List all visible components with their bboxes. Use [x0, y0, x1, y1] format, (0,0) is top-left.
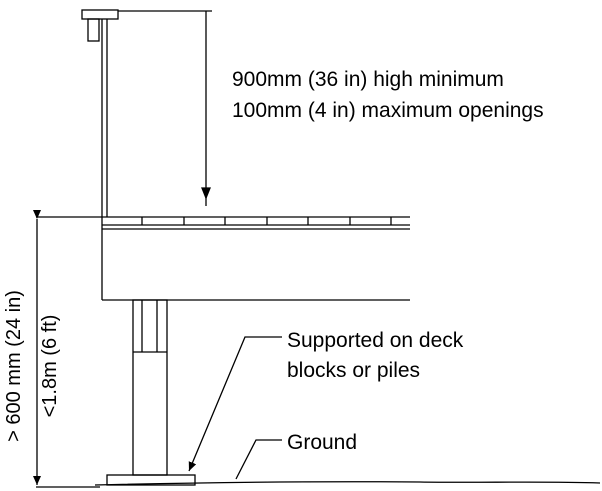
guard-post	[81, 9, 119, 300]
support-post	[106, 299, 196, 486]
ground-leader	[235, 439, 282, 480]
support-label-line2: blocks or piles	[287, 359, 420, 382]
ground-line	[94, 481, 601, 486]
deck-height-label-a: > 600 mm (24 in)	[3, 290, 25, 442]
deck-height-label-b: <1.8m (6 ft)	[39, 315, 61, 418]
deck-joist	[102, 228, 410, 301]
support-leader	[188, 336, 282, 472]
guard-height-label: 900mm (36 in) high minimum	[232, 68, 504, 91]
guard-height-dimension	[118, 10, 212, 206]
support-label-line1: Supported on deck	[287, 329, 464, 352]
guard-openings-label: 100mm (4 in) maximum openings	[232, 99, 544, 122]
deck-boards	[102, 216, 410, 226]
deck-block	[106, 474, 196, 486]
handrail-bracket	[87, 18, 100, 42]
deck-height-dimension	[33, 210, 102, 488]
handrail-cap	[81, 9, 119, 20]
ground-label: Ground	[287, 431, 357, 454]
